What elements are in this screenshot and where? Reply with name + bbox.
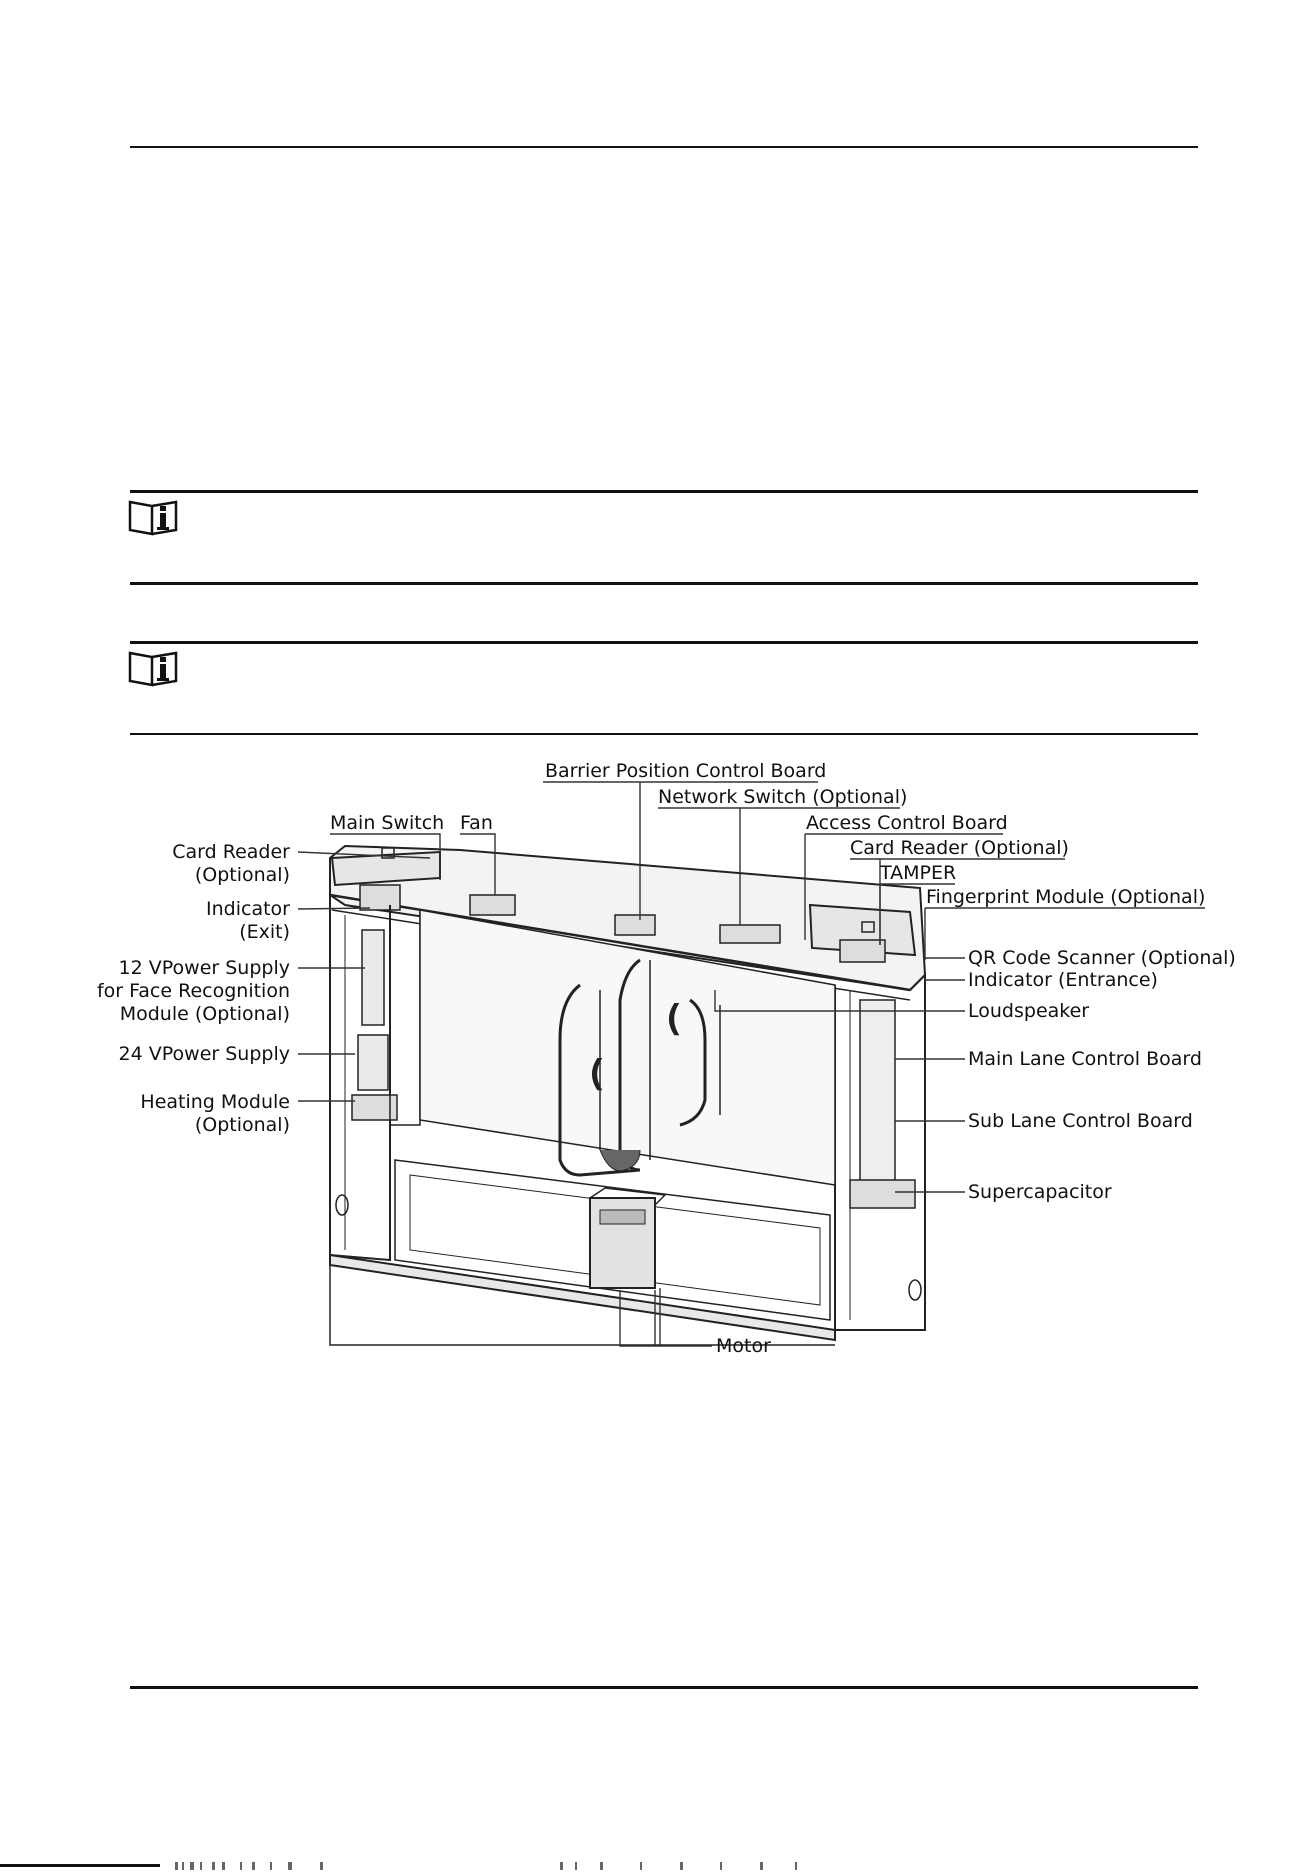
label-tamper: TAMPER <box>879 862 956 884</box>
diagram-labels: Barrier Position Control Board Network S… <box>97 760 1236 1357</box>
label-sub-lane-control-board: Sub Lane Control Board <box>968 1110 1193 1132</box>
label-indicator-entrance: Indicator (Entrance) <box>968 969 1158 991</box>
label-indicator-exit: Indicator <box>206 898 290 920</box>
label-main-switch: Main Switch <box>330 812 444 834</box>
footer-rule <box>130 1686 1198 1689</box>
svg-text:(: ( <box>590 1054 603 1094</box>
label-heating-module-optional: (Optional) <box>195 1114 290 1136</box>
svg-text:(: ( <box>667 999 680 1039</box>
note-bottom-rule-2 <box>130 733 1198 735</box>
turnstile-drawing: ( ( <box>329 844 927 1346</box>
note-top-rule-1 <box>130 490 1198 493</box>
label-access-control-board: Access Control Board <box>806 812 1008 834</box>
label-supercapacitor: Supercapacitor <box>968 1181 1112 1203</box>
label-power-12v-line3: Module (Optional) <box>120 1003 290 1025</box>
label-loudspeaker: Loudspeaker <box>968 1000 1089 1022</box>
note-top-rule-2 <box>130 641 1198 644</box>
label-power-24v: 24 VPower Supply <box>119 1043 290 1065</box>
label-heating-module: Heating Module <box>140 1091 290 1113</box>
note-info-icon <box>128 651 178 687</box>
footer-strip <box>0 1862 797 1870</box>
label-network-switch: Network Switch (Optional) <box>658 786 907 808</box>
label-card-reader-left: Card Reader <box>172 841 290 863</box>
label-card-reader-left-optional: (Optional) <box>195 864 290 886</box>
label-indicator-exit-sub: (Exit) <box>239 921 290 943</box>
label-motor: Motor <box>716 1335 771 1357</box>
label-power-12v: 12 VPower Supply <box>119 957 290 979</box>
label-barrier-position-control-board: Barrier Position Control Board <box>545 760 826 782</box>
header-rule <box>130 146 1198 148</box>
label-main-lane-control-board: Main Lane Control Board <box>968 1048 1202 1070</box>
turnstile-internal-diagram: ( ( Barrier <box>97 760 1236 1357</box>
note-bottom-rule-1 <box>130 582 1198 585</box>
leader-lines <box>297 781 1205 1347</box>
label-qr-code-scanner: QR Code Scanner (Optional) <box>968 947 1236 969</box>
note-info-icon <box>128 500 178 536</box>
label-power-12v-line2: for Face Recognition <box>97 980 290 1002</box>
label-fingerprint-module: Fingerprint Module (Optional) <box>926 886 1205 908</box>
label-card-reader-right: Card Reader (Optional) <box>850 837 1069 859</box>
label-fan: Fan <box>460 812 493 834</box>
